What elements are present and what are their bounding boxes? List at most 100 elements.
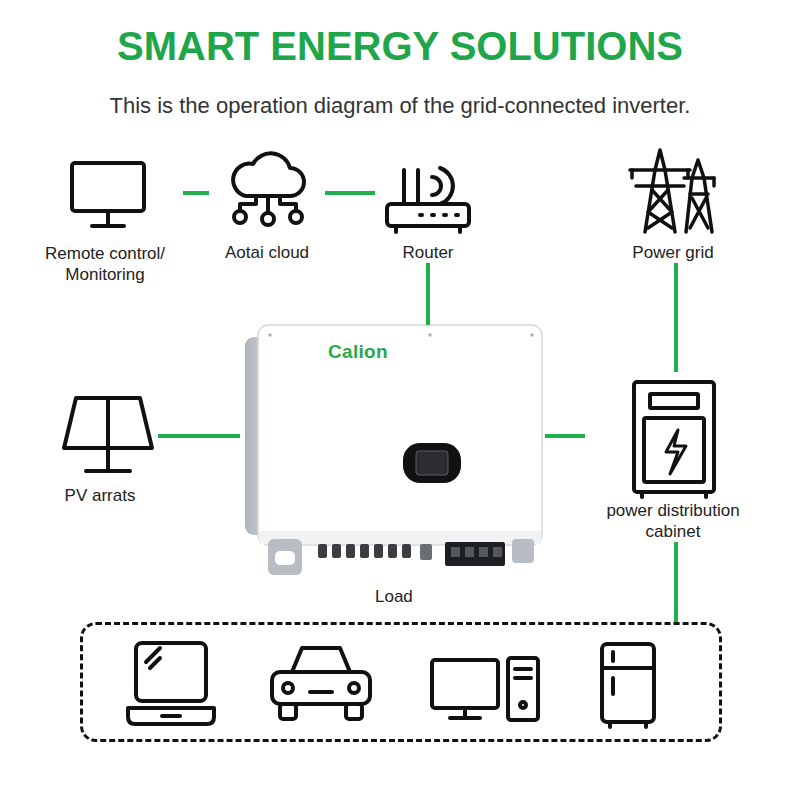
connector-line [674, 542, 678, 622]
monitor-icon-part [106, 211, 110, 225]
cabinet-node: power distribution cabinet [585, 372, 761, 542]
router-icon-part [444, 213, 446, 217]
router-icon-part [402, 170, 406, 204]
power-grid-icon-part [684, 176, 714, 180]
inverter-illustration-part [420, 544, 432, 560]
car-icon-part [292, 648, 350, 672]
desktop-computer-icon-part [515, 667, 531, 671]
router-icon-part [387, 204, 469, 226]
inverter-illustration-part [388, 544, 397, 558]
cabinet-icon-part [704, 492, 708, 497]
inverter-illustration-part [493, 547, 502, 557]
node-label: Remote control/ Monitoring [27, 243, 183, 285]
power-grid-node: Power grid [610, 145, 736, 263]
fridge-icon-part [608, 722, 612, 727]
fridge-icon-part [644, 722, 648, 727]
cabinet-icon [634, 382, 714, 497]
car-icon-part [272, 672, 370, 704]
cloud-icon-part [290, 211, 302, 223]
cabinet-icon-part [634, 382, 714, 492]
cloud-icon-part [262, 213, 274, 225]
inverter-illustration-part [512, 539, 534, 563]
power-grid-icon-part [630, 170, 634, 178]
router-icon-part [432, 213, 434, 217]
car-icon-part [280, 704, 296, 719]
pv-panel-icon-part [86, 469, 130, 473]
inverter-node: Calion [240, 325, 545, 575]
inverter-illustration-part [445, 542, 505, 566]
diagram-caption: This is the operation diagram of the gri… [0, 93, 800, 119]
desktop-computer-icon-part [463, 708, 467, 716]
inverter-illustration-part [268, 333, 272, 337]
illustration-part [64, 150, 714, 727]
car-icon-part [283, 683, 293, 693]
monitor-icon-part [72, 163, 144, 211]
router-icon-part [420, 213, 422, 217]
power-grid-icon-part [690, 198, 706, 228]
inverter-illustration-part [530, 333, 534, 337]
connector-line [158, 434, 240, 438]
inverter-illustration-part [332, 544, 341, 558]
inverter-illustration-part [275, 551, 295, 565]
fridge-icon-part [602, 666, 654, 670]
node-label: PV arrats [42, 485, 158, 506]
cabinet-icon-part [666, 430, 686, 474]
desktop-computer-icon-part [450, 716, 480, 720]
power-grid-icon-part [712, 178, 716, 186]
power-grid-icon-part [645, 150, 675, 232]
power-grid-icon-part [690, 192, 708, 196]
cloud-icon-part [280, 196, 296, 210]
fridge-icon-part [602, 644, 654, 722]
router-icon-part [394, 226, 398, 232]
connector-line [545, 434, 585, 438]
fridge-icon-part [611, 678, 615, 694]
cloud-icon-part [266, 196, 270, 212]
cloud-icon-part [234, 211, 246, 223]
fridge-icon-part [611, 652, 615, 661]
pv-array-node: PV arrats [42, 388, 158, 506]
router-icon-part [456, 213, 458, 217]
node-label: Aotai cloud [209, 242, 325, 263]
connector-line [674, 263, 678, 372]
node-label: power distribution cabinet [585, 500, 761, 542]
load-group: Load [80, 622, 722, 742]
pv-panel-icon-part [64, 398, 152, 448]
diagram-title: SMART ENERGY SOLUTIONS [0, 24, 800, 69]
laptop-icon-part [162, 714, 180, 718]
power-grid-icon [630, 150, 714, 232]
inverter-illustration-part [403, 443, 461, 483]
connector-line [325, 191, 375, 195]
router-icon-part [458, 226, 462, 232]
cabinet-icon-part [640, 492, 644, 497]
desktop-computer-icon-part [508, 658, 538, 720]
car-icon-part [349, 683, 359, 693]
router-icon [387, 168, 469, 232]
car-icon-part [310, 690, 332, 694]
monitoring-node: Remote control/ Monitoring [27, 155, 183, 285]
inverter-illustration-part [318, 544, 327, 558]
router-icon-part [440, 168, 453, 204]
cloud-node: Aotai cloud [209, 155, 325, 263]
cloud-icon-part [233, 153, 304, 196]
cloud-icon [233, 153, 304, 225]
monitor-icon [72, 163, 144, 226]
desktop-computer-icon [432, 658, 538, 720]
power-grid-icon-part [692, 198, 708, 228]
desktop-computer-icon-part [515, 676, 531, 680]
laptop-icon-part [136, 643, 206, 701]
connector-line [183, 191, 209, 195]
laptop-icon-part [128, 708, 214, 724]
laptop-icon-part [150, 658, 160, 668]
inverter-illustration-part [451, 547, 460, 557]
power-grid-icon-part [636, 184, 684, 188]
inverter-illustration-part [374, 544, 383, 558]
power-grid-icon-part [648, 190, 672, 228]
inverter-illustration-part [428, 333, 432, 337]
desktop-computer-icon-part [432, 660, 498, 708]
cabinet-icon-part [650, 394, 698, 408]
inverter-illustration-part [360, 544, 369, 558]
inverter-illustration-part [346, 544, 355, 558]
